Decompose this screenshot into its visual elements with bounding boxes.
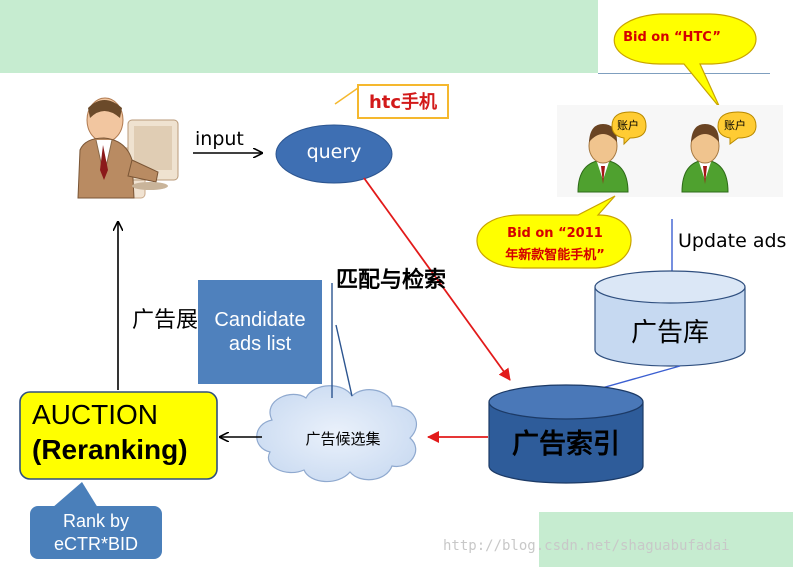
auction-box [19,391,218,480]
bid-htc-text: Bid on “HTC” [623,30,721,45]
candidate-ads-box: Candidate ads list [198,280,322,384]
bottom-right-banner [539,512,793,567]
bid-smartphone-text-line1: Bid on “2011 [507,226,603,241]
account-label-1: 账户 [617,119,639,132]
candidate-bracket-line-2 [335,324,353,397]
display-label: 广告展 [132,308,199,333]
account-person-icon-1 [577,111,647,193]
rank-callout: Rank by eCTR*BID [30,506,162,559]
watermark-url: http://blog.csdn.net/shaguabufadai [443,538,730,554]
candidate-set-label: 广告候选集 [305,430,381,448]
top-left-banner [0,0,598,73]
auction-line1: AUCTION [32,399,158,430]
query-example-box [357,84,449,119]
rank-line2: eCTR*BID [53,533,138,554]
account-person-icon-2 [681,111,757,193]
rank-callout-pointer [52,482,98,508]
ad-database-cylinder [594,270,746,367]
ad-index-cylinder [488,384,644,484]
bid-smartphone-bubble [476,195,632,269]
bid-htc-bubble [613,13,757,109]
auction-text: AUCTION (Reranking) [20,398,217,468]
auction-line2: (Reranking) [32,434,188,465]
user-at-computer-icon [77,97,179,199]
update-ads-label: Update ads [678,230,787,252]
match-retrieve-label: 匹配与检索 [336,268,447,293]
ad-index-label: 广告索引 [512,429,620,460]
query-node [275,124,393,184]
input-label: input [195,128,244,150]
account-label-2: 账户 [724,119,746,132]
ad-database-label: 广告库 [630,318,709,348]
candidate-ads-line2: ads list [228,333,292,355]
banner-divider-line [598,73,770,74]
query-label: query [306,141,362,163]
candidate-set-cloud [256,385,417,483]
query-example-connector [334,87,359,105]
rank-line1: Rank by [62,510,130,531]
candidate-ads-line1: Candidate [214,309,306,331]
bid-smartphone-text-line2: 年新款智能手机” [505,248,605,263]
match-retrieve-arrow [363,177,511,381]
query-example-text: htc手机 [368,92,438,113]
